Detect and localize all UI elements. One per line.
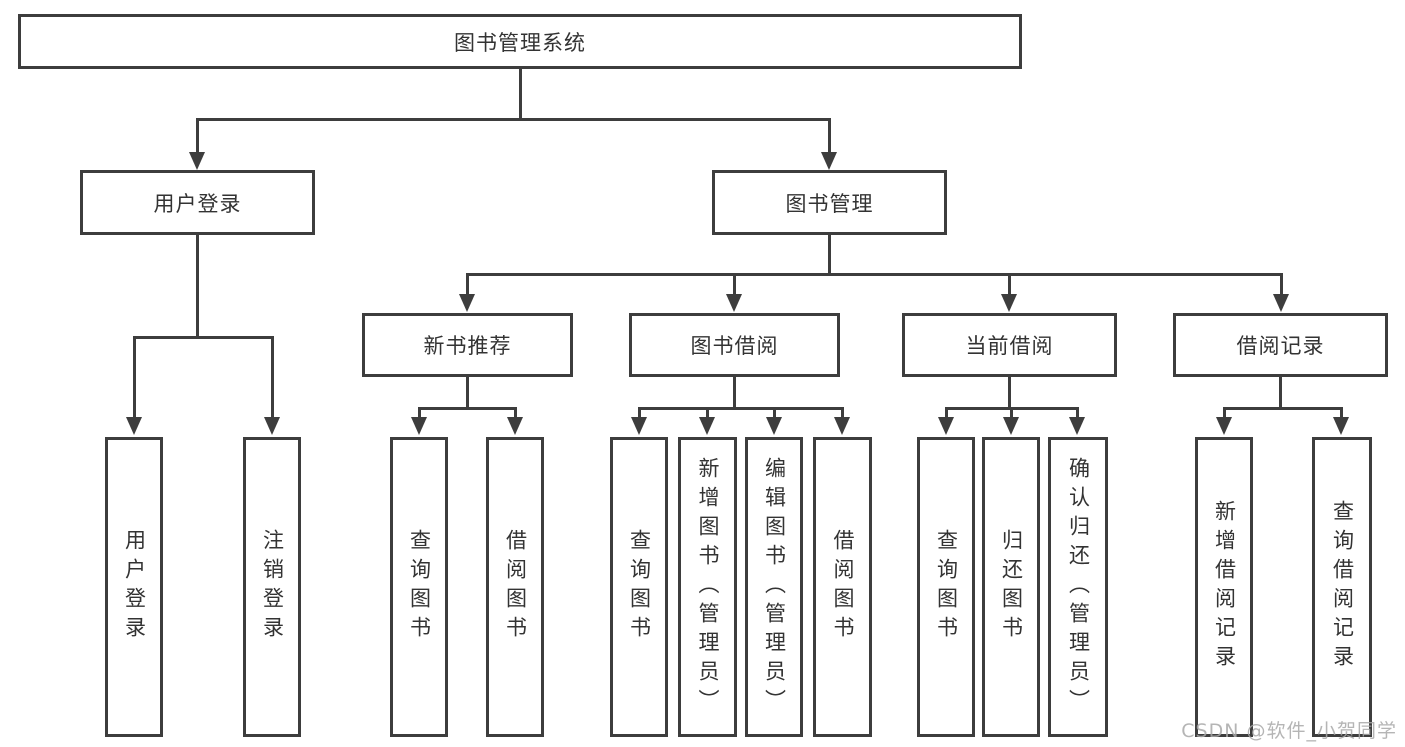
connector-line [1076,407,1079,419]
connector-line [418,407,421,419]
arrow-down-icon [507,417,523,435]
arrow-down-icon [1333,417,1349,435]
connector-line [1008,273,1011,295]
leaf-logout: 注销登录 [243,437,301,737]
arrow-down-icon [766,417,782,435]
node-root-label: 图书管理系统 [454,30,586,55]
leaf-return-book: 归还图书 [982,437,1040,737]
node-current-borrow: 当前借阅 [902,313,1117,377]
leaf-confirm-return-admin-label: 确认归还（管理员） [1066,456,1091,718]
leaf-query-books-borrow-label: 查询图书 [627,529,652,645]
connector-line [828,118,831,154]
leaf-add-borrow-record: 新增借阅记录 [1195,437,1253,737]
arrow-down-icon [126,417,142,435]
connector-line [733,273,736,295]
arrow-down-icon [834,417,850,435]
connector-line [196,118,199,154]
arrow-down-icon [411,417,427,435]
leaf-edit-book-admin-label: 编辑图书（管理员） [762,456,787,718]
connector-line [1223,407,1342,410]
node-root: 图书管理系统 [18,14,1022,69]
leaf-query-borrow-record-label: 查询借阅记录 [1330,500,1355,674]
node-borrow-records-label: 借阅记录 [1236,334,1325,358]
arrow-down-icon [1069,417,1085,435]
arrow-down-icon [631,417,647,435]
leaf-logout-label: 注销登录 [260,529,285,645]
leaf-borrow-books: 借阅图书 [813,437,872,737]
connector-line [828,235,831,273]
connector-line [773,407,776,419]
leaf-user-login: 用户登录 [105,437,163,737]
connector-line [1279,377,1282,407]
leaf-borrow-books-recommend-label: 借阅图书 [503,529,528,645]
node-book-borrow: 图书借阅 [629,313,840,377]
leaf-user-login-label: 用户登录 [122,529,147,645]
connector-line [638,407,844,410]
leaf-add-book-admin: 新增图书（管理员） [678,437,737,737]
node-user-login-label: 用户登录 [153,191,242,216]
arrow-down-icon [938,417,954,435]
leaf-query-books-current: 查询图书 [917,437,975,737]
connector-line [706,407,709,419]
leaf-query-books-recommend: 查询图书 [390,437,448,737]
leaf-return-book-label: 归还图书 [999,529,1024,645]
leaf-add-book-admin-label: 新增图书（管理员） [696,456,720,718]
connector-line [1340,407,1343,419]
arrow-down-icon [189,152,205,170]
connector-line [945,407,948,419]
arrow-down-icon [459,294,475,312]
node-book-management-label: 图书管理 [785,191,874,216]
connector-line [418,407,517,410]
connector-line [133,336,136,418]
arrow-down-icon [264,417,280,435]
leaf-add-borrow-record-label: 新增借阅记录 [1212,500,1237,674]
leaf-edit-book-admin: 编辑图书（管理员） [745,437,803,737]
connector-line [196,235,199,336]
leaf-borrow-books-recommend: 借阅图书 [486,437,544,737]
leaf-query-books-borrow: 查询图书 [610,437,668,737]
connector-line [638,407,641,419]
node-book-management: 图书管理 [712,170,947,235]
arrow-down-icon [1001,294,1017,312]
arrow-down-icon [821,152,837,170]
connector-line [519,69,522,119]
connector-line [466,377,469,407]
connector-line [466,273,1283,276]
node-current-borrow-label: 当前借阅 [965,334,1054,358]
node-user-login: 用户登录 [80,170,315,235]
leaf-borrow-books-label: 借阅图书 [831,529,855,645]
connector-line [1008,377,1011,407]
leaf-query-books-current-label: 查询图书 [934,529,959,645]
leaf-confirm-return-admin: 确认归还（管理员） [1048,437,1108,737]
connector-line [133,336,273,339]
leaf-query-books-recommend-label: 查询图书 [407,529,432,645]
csdn-watermark: CSDN @软件_小贺同学 [1181,720,1397,742]
connector-line [466,273,469,295]
node-new-book-recommend-label: 新书推荐 [423,334,512,358]
connector-line [196,118,831,121]
connector-line [514,407,517,419]
node-new-book-recommend: 新书推荐 [362,313,573,377]
arrow-down-icon [699,417,715,435]
node-book-borrow-label: 图书借阅 [690,334,779,358]
arrow-down-icon [1003,417,1019,435]
connector-line [733,377,736,407]
arrow-down-icon [726,294,742,312]
leaf-query-borrow-record: 查询借阅记录 [1312,437,1372,737]
connector-line [1280,273,1283,295]
connector-line [271,336,274,418]
node-borrow-records: 借阅记录 [1173,313,1388,377]
arrow-down-icon [1216,417,1232,435]
arrow-down-icon [1273,294,1289,312]
connector-line [1010,407,1013,419]
connector-line [1223,407,1226,419]
connector-line [841,407,844,419]
